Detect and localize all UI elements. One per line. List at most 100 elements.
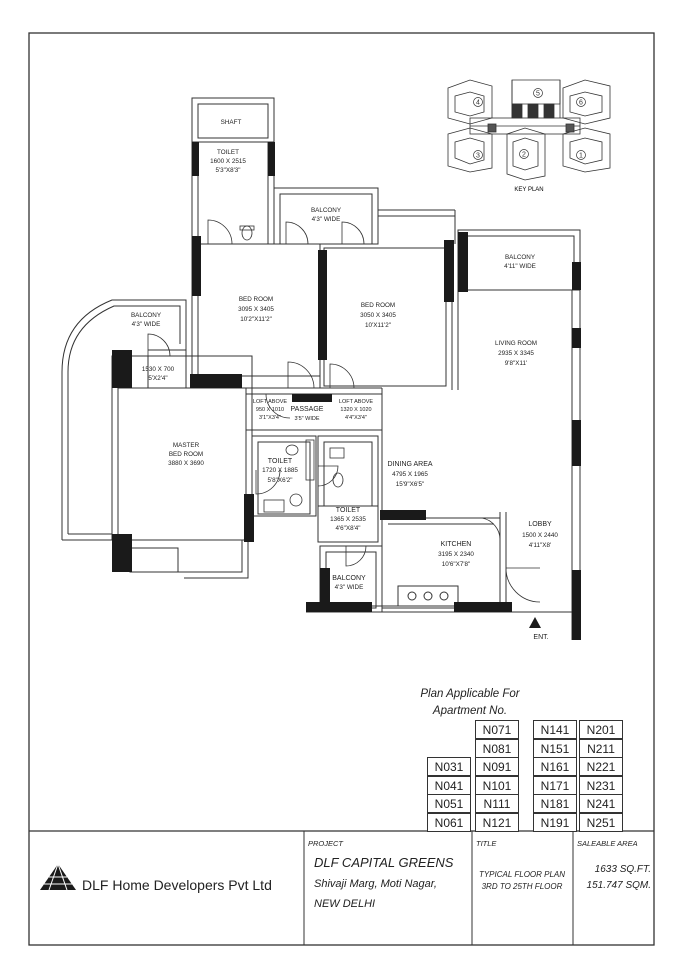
- balcony-right-label: BALCONY: [505, 254, 536, 261]
- shaft-label: SHAFT: [221, 119, 242, 126]
- toilet-mid-imp: 5'8"X6'2": [267, 477, 292, 484]
- plan-walls: [61, 97, 581, 640]
- apartment-number: N241: [579, 794, 623, 813]
- toilet-top-imp: 5'3"X8'3": [215, 167, 240, 174]
- bedroom2-imp: 10'X11'2": [365, 322, 391, 329]
- balcony-kitchen-label: BALCONY: [332, 575, 366, 582]
- dining-imp: 15'9"X6'5": [396, 481, 425, 488]
- loft1-dim: 950 X 1010: [256, 407, 284, 413]
- door-swings: [147, 219, 541, 603]
- key-plan: [447, 79, 611, 181]
- apartment-number: N081: [475, 738, 519, 758]
- key-plan-number: 3: [476, 153, 480, 160]
- saleable-area-sqm: 151.747 SQM.: [587, 880, 651, 891]
- loft2-imp: 4'4"X3'4": [345, 415, 367, 421]
- passage-label: PASSAGE: [291, 406, 324, 413]
- apartment-number: N101: [475, 775, 519, 795]
- closet-imp: 5'X2'4": [148, 375, 167, 382]
- bedroom2-label: BED ROOM: [361, 302, 395, 309]
- apartment-number: N171: [533, 775, 577, 795]
- apartment-number: N091: [475, 757, 519, 776]
- loft2-dim: 1320 X 1020: [340, 407, 371, 413]
- apartment-number: N221: [579, 757, 623, 776]
- applicable-title: Plan Applicable For: [420, 688, 520, 700]
- lobby-imp: 4'11"X8': [529, 542, 551, 549]
- toilet-top-label: TOILET: [217, 149, 239, 156]
- key-plan-number: 6: [579, 100, 583, 107]
- toilet-mid-label: TOILET: [268, 458, 293, 465]
- apartment-number: N121: [475, 812, 519, 832]
- balcony-right-size: 4'11" WIDE: [504, 263, 536, 270]
- project-address-1: Shivaji Marg, Moti Nagar,: [314, 878, 437, 890]
- apartment-number: N061: [427, 812, 471, 832]
- bedroom1-imp: 10'2"X11'2": [240, 316, 272, 323]
- company-logo: [40, 863, 76, 891]
- key-plan-number: 4: [476, 100, 480, 107]
- dining-label: DINING AREA: [387, 461, 432, 468]
- title-line-2: 3RD TO 25TH FLOOR: [482, 882, 563, 891]
- company-name: DLF Home Developers Pvt Ltd: [82, 877, 272, 893]
- loft2-label: LOFT ABOVE: [339, 399, 373, 405]
- kitchen-imp: 10'6"X7'8": [442, 561, 471, 568]
- passage-size: 3'5" WIDE: [294, 416, 319, 422]
- apartment-number: N191: [533, 812, 577, 832]
- bedroom1-label: BED ROOM: [239, 296, 273, 303]
- kitchen-label: KITCHEN: [441, 541, 472, 548]
- loft1-label: LOFT ABOVE: [253, 399, 287, 405]
- living-room-label: LIVING ROOM: [495, 340, 537, 347]
- balcony-left-size: 4'3" WIDE: [132, 321, 161, 328]
- key-plan-number: 5: [536, 91, 540, 98]
- master-label-2: BED ROOM: [169, 451, 203, 458]
- entrance-label: ENT.: [533, 634, 548, 641]
- key-plan-number: 2: [522, 152, 526, 159]
- apartment-number: N181: [533, 794, 577, 813]
- loft1-imp: 3'1"X3'4": [259, 415, 281, 421]
- apartment-number: N251: [579, 812, 623, 832]
- toilet-fixtures: [239, 225, 345, 513]
- balcony-top-label: BALCONY: [311, 207, 342, 214]
- apartment-number: N111: [475, 794, 519, 813]
- toilet-mid-dim: 1720 X 1885: [262, 467, 298, 474]
- saleable-area-label: SALEABLE AREA: [577, 839, 638, 848]
- closet-dim: 1530 X 700: [142, 366, 175, 373]
- title-label: TITLE: [476, 839, 497, 848]
- saleable-area-sqft: 1633 SQ.FT.: [595, 864, 651, 875]
- sheet-border: [28, 32, 655, 946]
- toilet-top-dim: 1600 X 2515: [210, 158, 246, 165]
- lobby-label: LOBBY: [528, 521, 552, 528]
- key-plan-numbers: 4 5 6 3 2 1: [473, 88, 586, 160]
- bedroom2-dim: 3050 X 3405: [360, 312, 396, 319]
- apartment-number: N051: [427, 794, 471, 813]
- lobby-dim: 1500 X 2440: [522, 532, 558, 539]
- structural-columns: [112, 142, 581, 640]
- toilet-small-dim: 1365 X 2535: [330, 516, 366, 523]
- applicable-subtitle: Apartment No.: [432, 705, 508, 717]
- master-dim: 3880 X 3690: [168, 460, 204, 467]
- project-label: PROJECT: [308, 839, 344, 848]
- key-plan-number: 1: [579, 153, 583, 160]
- apartment-number: N201: [579, 720, 623, 739]
- bedroom1-dim: 3095 X 3405: [238, 306, 274, 313]
- key-plan-label: KEY PLAN: [514, 187, 543, 193]
- entrance-arrow-icon: [529, 617, 541, 628]
- project-address-2: NEW DELHI: [314, 898, 375, 910]
- toilet-small-label: TOILET: [336, 507, 361, 514]
- toilet-small-imp: 4'6"X8'4": [335, 525, 360, 532]
- balcony-kitchen-size: 4'3" WIDE: [335, 584, 364, 591]
- dining-dim: 4795 X 1965: [392, 471, 428, 478]
- apartment-number: N071: [475, 720, 519, 739]
- apartment-number: N151: [533, 738, 577, 758]
- balcony-left-label: BALCONY: [131, 312, 162, 319]
- kitchen-dim: 3195 X 2340: [438, 551, 474, 558]
- apartment-number: N031: [427, 757, 471, 776]
- apartment-number: N141: [533, 720, 577, 739]
- room-labels: SHAFT TOILET 1600 X 2515 5'3"X8'3" BALCO…: [131, 119, 558, 641]
- living-room-dim: 2935 X 3345: [498, 350, 534, 357]
- master-label-1: MASTER: [173, 442, 200, 449]
- apartment-number: N041: [427, 775, 471, 795]
- apartment-number: N211: [579, 738, 623, 758]
- project-name: DLF CAPITAL GREENS: [314, 855, 454, 870]
- apartment-number: N231: [579, 775, 623, 795]
- balcony-top-size: 4'3" WIDE: [312, 216, 341, 223]
